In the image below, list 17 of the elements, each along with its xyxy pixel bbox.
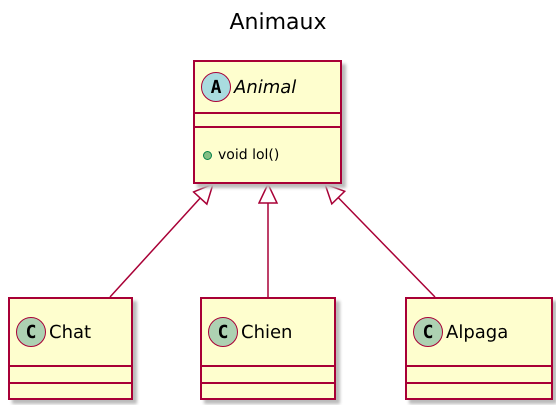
stereotype-icon: C xyxy=(16,317,46,347)
stereotype-icon: A xyxy=(201,72,231,102)
stereotype-icon: C xyxy=(413,317,443,347)
inheritance-arrow xyxy=(109,183,214,298)
method-signature: void lol() xyxy=(218,147,280,163)
class-name: Animal xyxy=(234,76,296,98)
stereotype-icon: C xyxy=(208,317,238,347)
class-box xyxy=(193,60,342,184)
inheritance-arrow xyxy=(258,183,278,297)
diagram-title: Animaux xyxy=(228,10,328,35)
class-name: Chien xyxy=(241,322,292,342)
class-name: Alpaga xyxy=(446,322,508,342)
class-box xyxy=(8,297,133,400)
class-box xyxy=(200,297,336,400)
inheritance-arrow xyxy=(324,183,436,298)
class-name: Chat xyxy=(49,322,92,342)
class-box xyxy=(405,297,553,400)
